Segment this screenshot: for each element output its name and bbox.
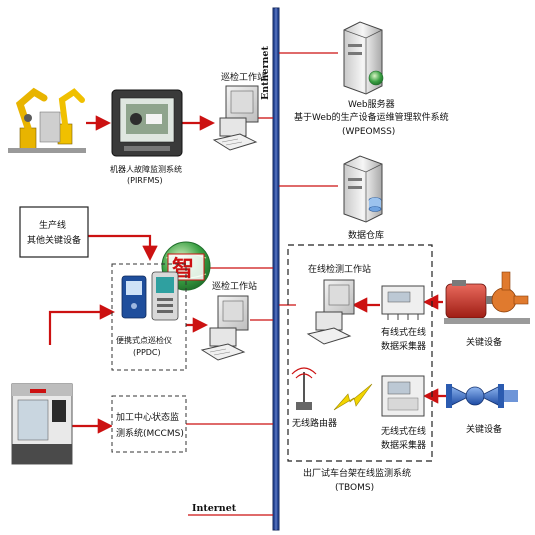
wired-collector-icon: [381, 285, 425, 320]
ppdc-abbrev: (PPDC): [133, 348, 161, 357]
mccms-label: 加工中心状态监: [116, 411, 179, 423]
pirfms-abbrev: (PIRFMS): [127, 176, 163, 185]
key-equipment-b-label: 关键设备: [466, 423, 502, 435]
wireless-router-label: 无线路由器: [292, 417, 337, 429]
ppdc-label: 便携式点巡检仪: [116, 335, 172, 345]
production-line-box: [19, 206, 89, 258]
valve-image: [446, 384, 518, 408]
motor-pump-image: [444, 271, 530, 324]
machining-center-image: [11, 383, 73, 465]
mccms-dashed-box: [111, 395, 187, 453]
ppdc-dashed-box: [111, 263, 187, 371]
online-workstation-label: 在线检测工作站: [308, 263, 371, 275]
tboms-dashed-box: [287, 244, 433, 462]
wireless-collector-label-2: 数据采集器: [381, 439, 426, 451]
ethernet-bus: [272, 7, 280, 531]
tboms-label: 出厂试车台架在线监测系统: [303, 467, 411, 479]
wireless-signal-icon: [333, 383, 373, 411]
wireless-collector-label: 无线式在线: [381, 425, 426, 437]
online-workstation-icon: [306, 279, 355, 345]
key-equipment-a-label: 关键设备: [466, 336, 502, 348]
other-key-equipment-label: 其他关键设备: [27, 234, 81, 246]
inspection-workstation-mid-label: 巡检工作站: [212, 280, 257, 292]
industrial-robot-image: [8, 82, 86, 154]
inspection-workstation-top-icon: [212, 85, 259, 151]
production-line-label: 生产线: [39, 219, 66, 231]
wireless-router-icon: [291, 367, 317, 410]
pirfms-device-image: [111, 89, 183, 157]
web-server-abbrev: (WPEOMSS): [342, 127, 395, 137]
wired-collector-label-2: 数据采集器: [381, 340, 426, 352]
tboms-abbrev: (TBOMS): [335, 483, 374, 493]
mccms-abbrev: 测系统(MCCMS): [116, 427, 184, 439]
web-server-system-label: 基于Web的生产设备运维管理软件系统: [294, 111, 449, 123]
inspection-workstation-mid-icon: [200, 295, 249, 361]
inspection-workstation-top-label: 巡检工作站: [221, 71, 266, 83]
web-server-icon: [343, 21, 384, 95]
database-label: 数据仓库: [348, 229, 384, 241]
ethernet-label: Enthernet: [260, 46, 271, 100]
wireless-collector-icon: [381, 375, 425, 417]
connection-lines: [185, 52, 338, 516]
database-server-icon: [343, 155, 383, 223]
pirfms-label: 机器人故障监测系统: [110, 164, 182, 174]
internet-label: Internet: [192, 503, 237, 514]
data-flow-arrows: [48, 115, 446, 434]
web-server-label: Web服务器: [348, 98, 395, 110]
wired-collector-label: 有线式在线: [381, 326, 426, 338]
